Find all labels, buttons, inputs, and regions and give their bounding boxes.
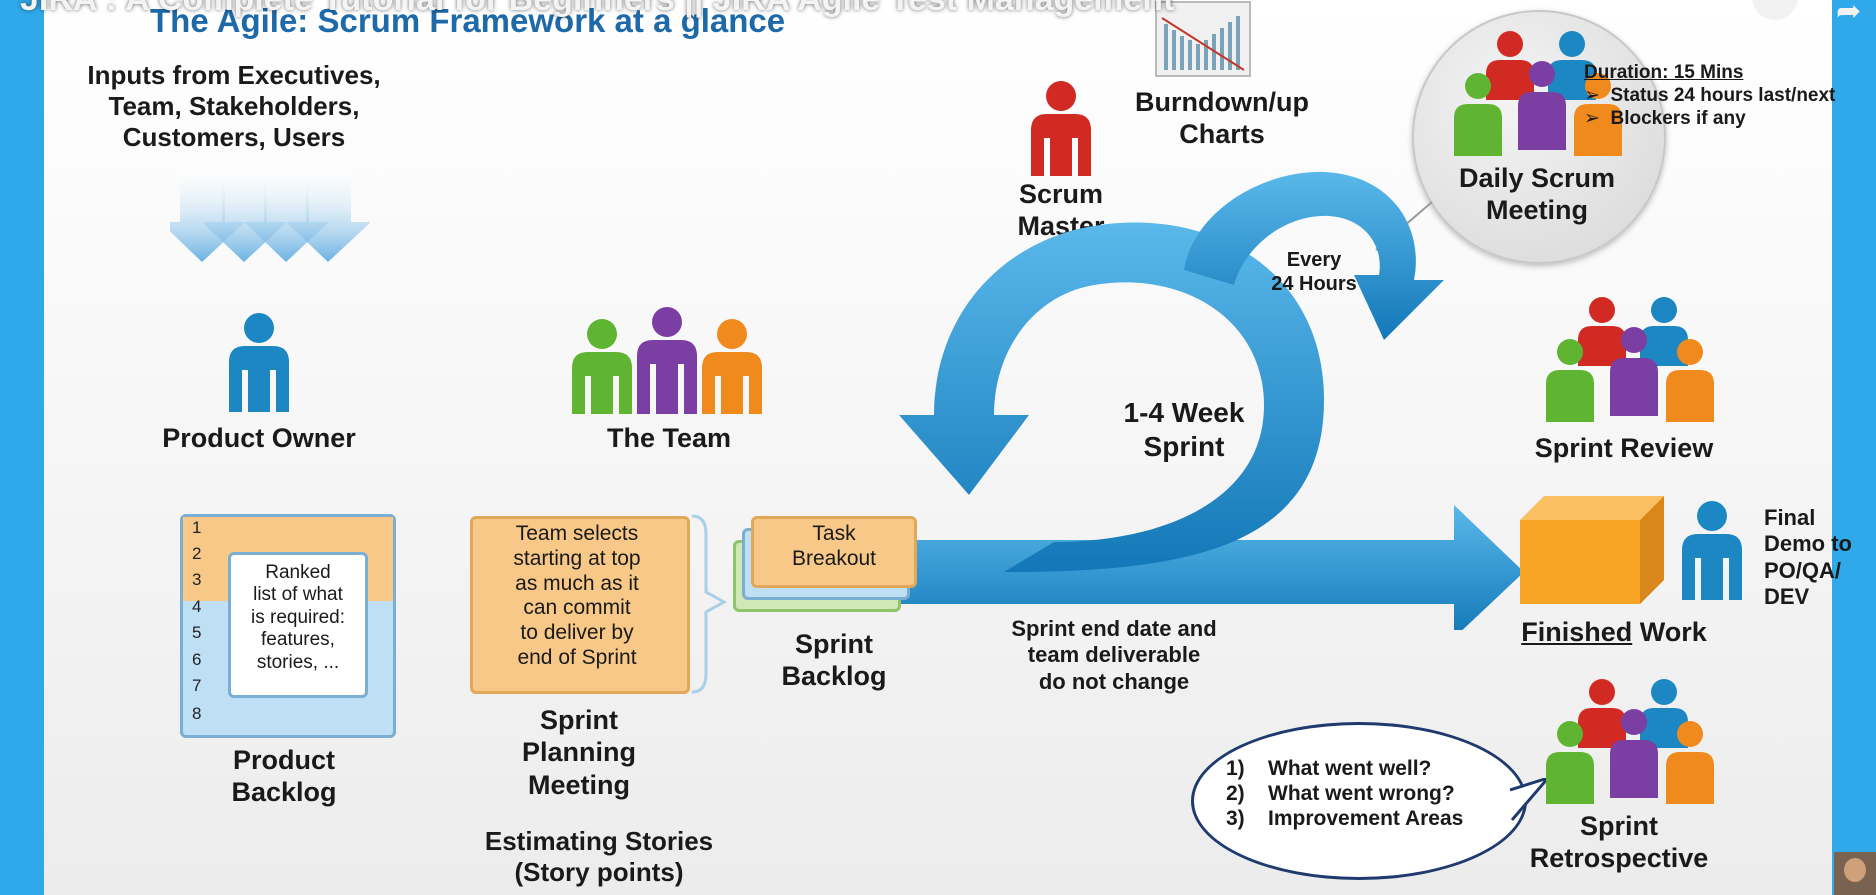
watch-later-icon[interactable] [1752,0,1798,20]
retro-item-3: 3) Improvement Areas [1226,807,1464,831]
planning-bracket [691,514,728,694]
sprint-backlog-card [751,516,917,588]
finished-work-label: Finished Work [1521,617,1707,647]
duration-item-1: ➢ Status 24 hours last/next [1584,84,1836,106]
backlog-row-3: 3 [192,570,202,589]
product-backlog-list [180,514,396,738]
retro-item-1: 1) What went well? [1226,757,1432,780]
presenter-thumbnail [1834,852,1876,895]
backlog-row-6: 6 [192,650,202,669]
duration-block: Duration: 15 Mins ➢ Status 24 hours last… [1584,62,1835,130]
left-border [0,0,44,895]
every-24-label: Every 24 Hours [1271,249,1357,295]
product-backlog-label: Product Backlog [231,745,337,808]
scrum-master-person-icon [1031,81,1091,176]
backlog-card [228,552,368,698]
burndown-label: Burndown/up Charts [1135,87,1309,150]
slide: The Agile: Scrum Framework at a glance I… [44,0,1852,895]
sprint-backlog-card-text: Task Breakout [791,522,877,570]
sprint-backlog-label: Sprint Backlog [781,629,887,692]
estimating-label: Estimating Stories (Story points) [484,826,714,888]
slide-title: The Agile: Scrum Framework at a glance [150,2,786,39]
product-owner-person-icon [229,313,289,412]
sprint-planning-card [470,516,690,694]
duration-item-2: ➢ Blockers if any [1584,107,1746,129]
sprint-planning-label: Sprint Planning Meeting [522,705,636,800]
finished-work-box-icon [1520,496,1664,604]
sprint-planning-card-text: Team selects starting at top as much as … [513,522,641,669]
input-arrows-icon [170,172,370,262]
video-title: JIRA : A Complete Tutorial for Beginners… [20,0,1174,19]
daily-scrum-label: Daily Scrum Meeting [1458,163,1616,226]
final-demo-label: Final Demo to PO/QA/ DEV [1764,505,1852,610]
the-team-label: The Team [606,423,732,453]
daily-scrum-group-icon [1454,31,1622,156]
team-people-icon [572,307,762,414]
duration-heading: Duration: 15 Mins [1584,62,1744,83]
backlog-row-7: 7 [192,676,202,695]
right-border [1832,0,1876,895]
retro-item-2: 2) What went wrong? [1226,782,1455,806]
product-owner-label: Product Owner [162,423,356,453]
share-icon[interactable]: ➦ [1836,0,1862,28]
backlog-card-text: Ranked list of what is required: feature… [251,562,345,673]
backlog-row-1: 1 [192,518,202,537]
backlog-row-8: 8 [192,704,202,723]
sprint-end-note: Sprint end date and team deliverable do … [1011,616,1217,694]
backlog-row-4: 4 [192,597,202,616]
demo-person-icon [1682,501,1742,600]
sprint-flow-arrows [784,171,1524,630]
retro-list: 1) What went well? 2) What went wrong? 3… [1226,756,1463,832]
sprint-loop-label: 1-4 Week Sprint [1123,397,1245,462]
sprint-review-label: Sprint Review [1534,433,1714,463]
retro-bubble-tail [1510,778,1550,821]
backlog-row-5: 5 [192,623,202,642]
retro-group-icon [1546,679,1714,804]
burndown-chart-icon [1155,1,1251,77]
backlog-row-2: 2 [192,544,202,563]
inputs-text: Inputs from Executives, Team, Stakeholde… [87,60,381,153]
sprint-review-group-icon [1546,297,1714,422]
sprint-retro-label: Sprint Retrospective [1529,811,1709,874]
